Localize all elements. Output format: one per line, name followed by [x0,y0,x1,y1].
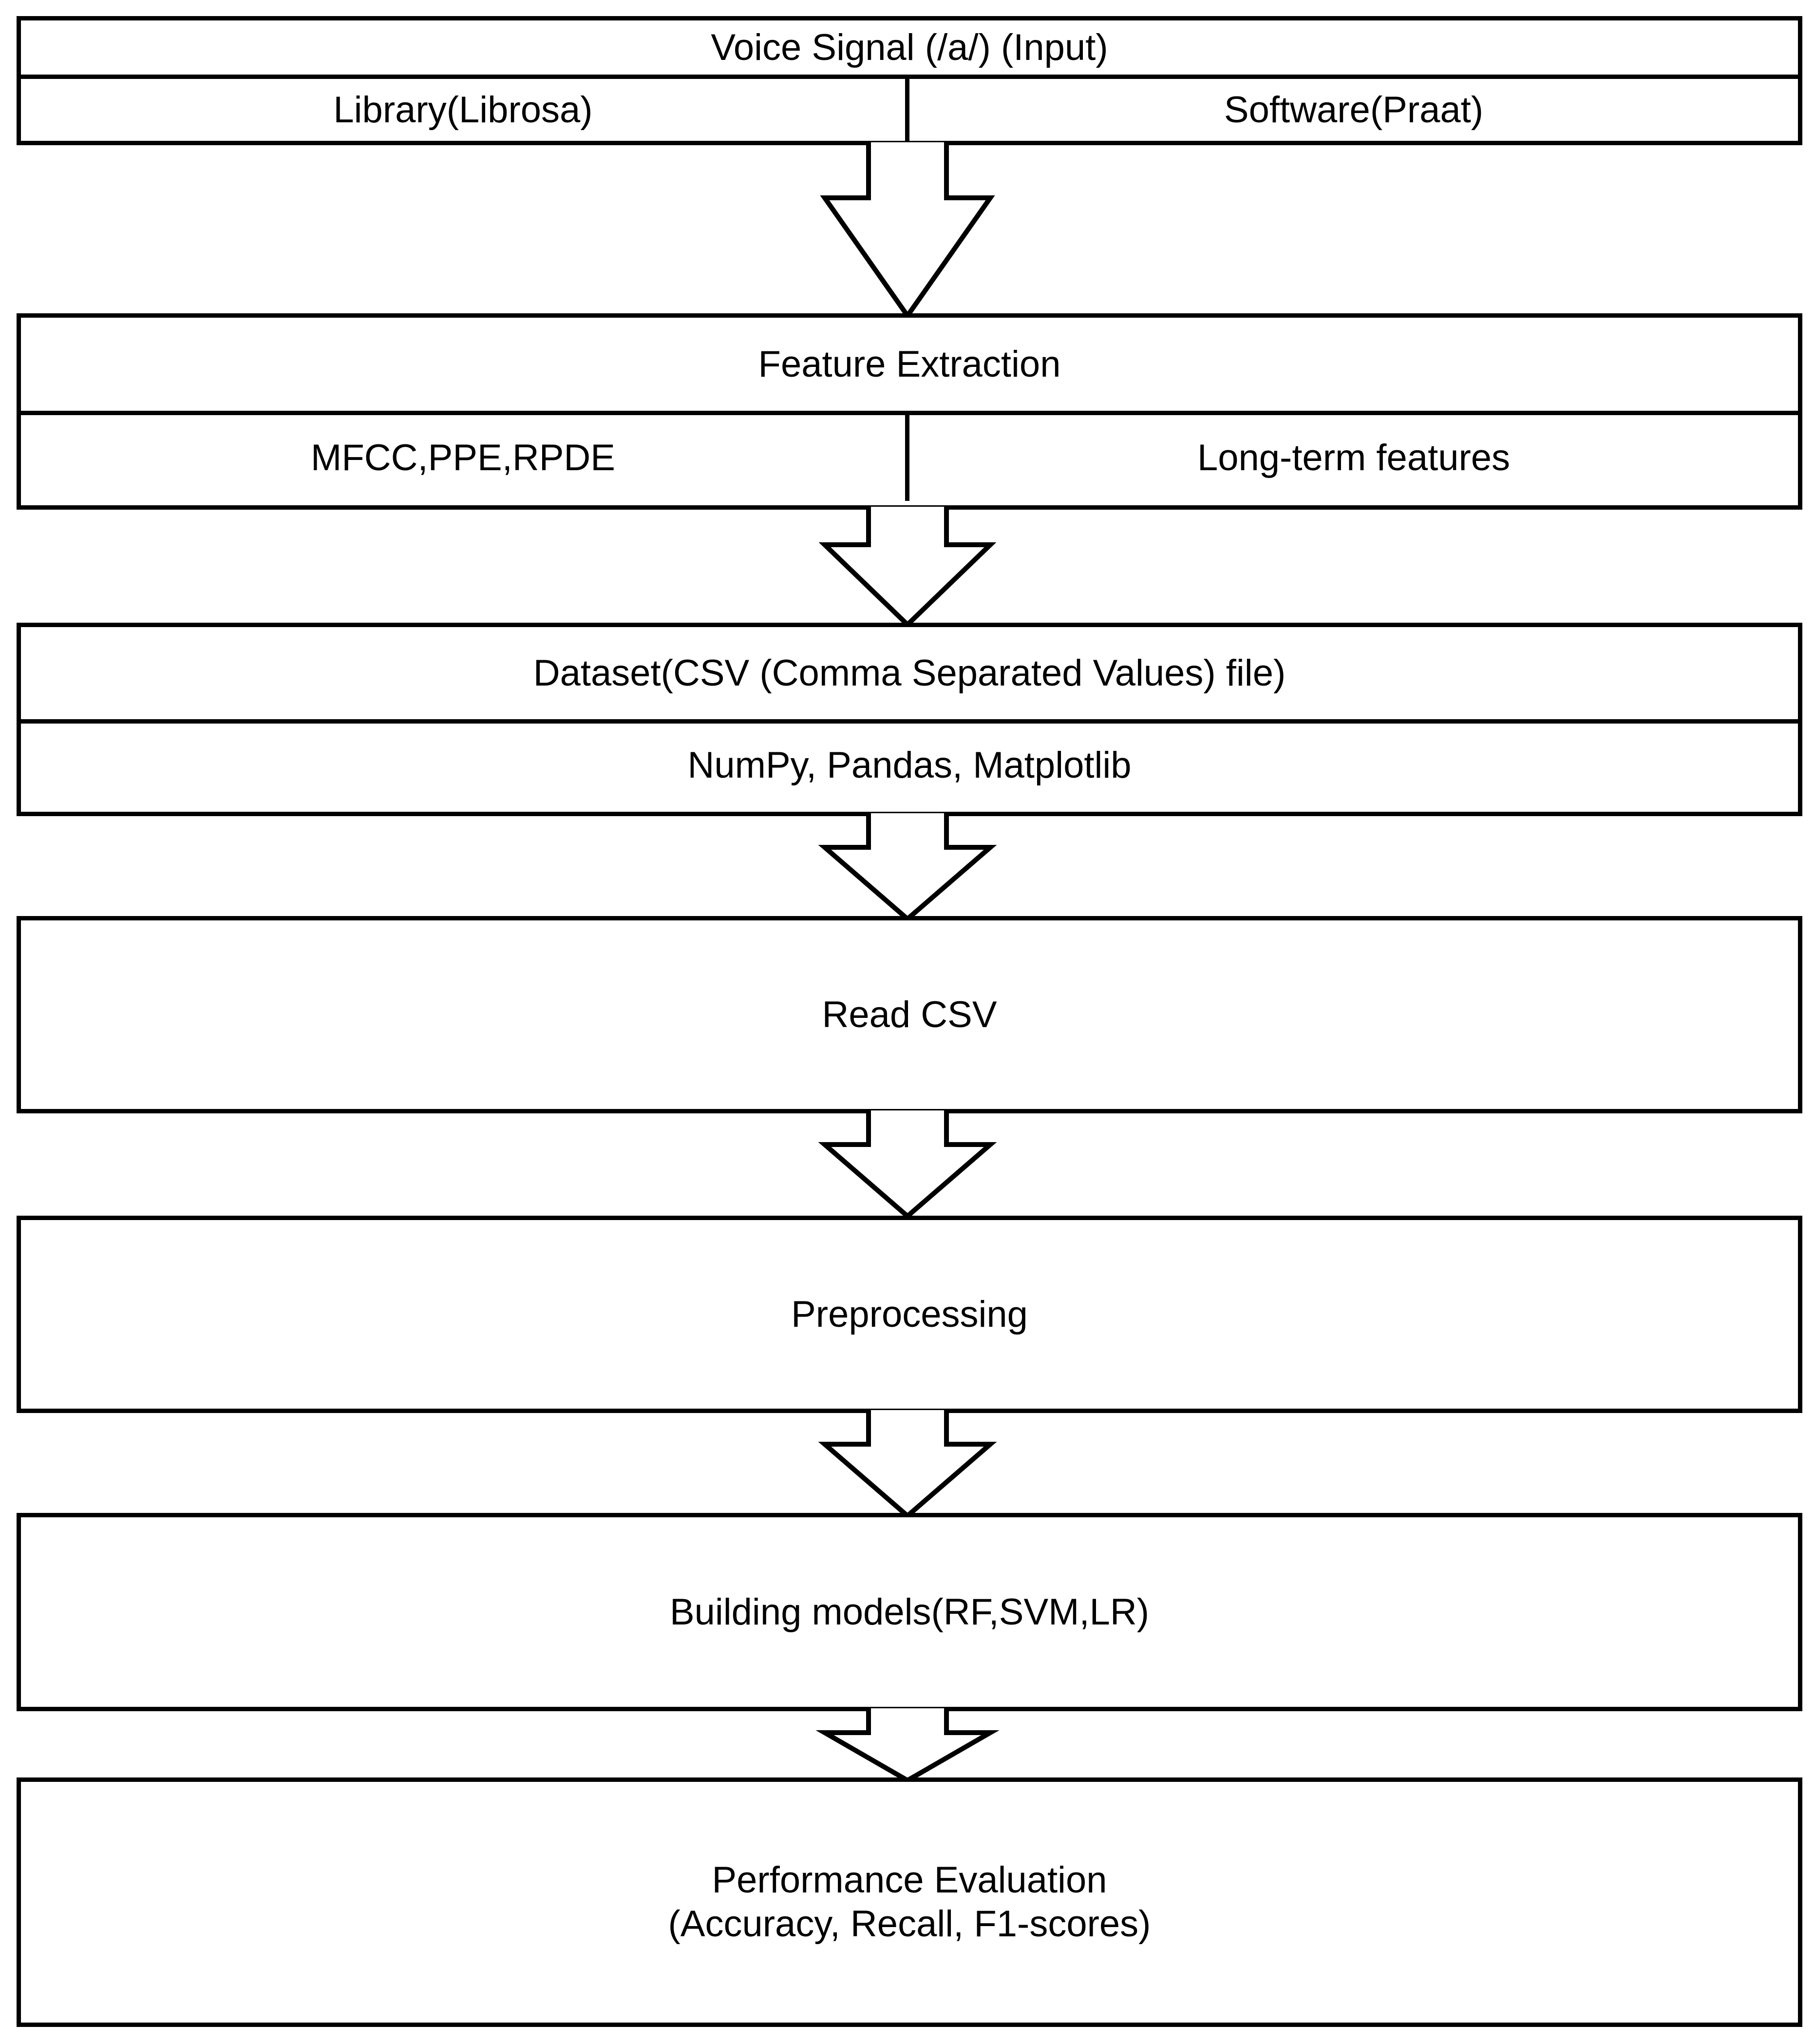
node-feature-extraction-short-term-label: MFCC,PPE,RPDE [311,437,615,479]
node-dataset-header: Dataset(CSV (Comma Separated Values) fil… [21,627,1798,724]
node-building-models-body: Building models(RF,SVM,LR) [21,1517,1798,1707]
node-input: Voice Signal (/a/) (Input) Library(Libro… [17,16,1802,145]
node-feature-extraction-long-term-label: Long-term features [1197,437,1511,479]
node-feature-extraction-short-term: MFCC,PPE,RPDE [21,415,909,501]
node-feature-extraction-long-term: Long-term features [909,415,1798,501]
node-input-tool-library-label: Library(Librosa) [333,89,593,131]
arrow-read-csv-to-preprocessing [818,1110,997,1221]
node-performance-evaluation-label: Performance Evaluation (Accuracy, Recall… [668,1859,1151,1945]
arrow-building-models-to-performance-evaluation [815,1708,1000,1784]
node-performance-evaluation-body: Performance Evaluation (Accuracy, Recall… [21,1782,1798,2023]
node-building-models: Building models(RF,SVM,LR) [17,1513,1802,1711]
arrow-input-to-feature-extraction [820,142,995,321]
arrow-preprocessing-to-building-models [818,1410,997,1520]
node-dataset-label: Dataset(CSV (Comma Separated Values) fil… [533,652,1286,694]
node-dataset-subrow: NumPy, Pandas, Matplotlib [21,724,1798,807]
node-feature-extraction: Feature Extraction MFCC,PPE,RPDE Long-te… [17,313,1802,510]
node-feature-extraction-header: Feature Extraction [21,318,1798,415]
node-read-csv-body: Read CSV [21,920,1798,1109]
node-feature-extraction-label: Feature Extraction [758,343,1061,385]
node-performance-evaluation: Performance Evaluation (Accuracy, Recall… [17,1777,1802,2027]
node-input-tool-software-label: Software(Praat) [1224,89,1484,131]
arrow-dataset-to-read-csv [818,813,997,923]
node-preprocessing-label: Preprocessing [791,1293,1028,1335]
node-building-models-label: Building models(RF,SVM,LR) [669,1591,1150,1633]
node-feature-extraction-subrow: MFCC,PPE,RPDE Long-term features [21,415,1798,501]
node-read-csv-label: Read CSV [822,993,997,1035]
node-preprocessing: Preprocessing [17,1216,1802,1413]
node-input-header: Voice Signal (/a/) (Input) [21,20,1798,79]
node-dataset-libraries-label: NumPy, Pandas, Matplotlib [687,745,1132,786]
node-read-csv: Read CSV [17,916,1802,1113]
node-input-tool-software: Software(Praat) [909,79,1798,141]
node-input-subrow: Library(Librosa) Software(Praat) [21,79,1798,141]
node-input-tool-library: Library(Librosa) [21,79,909,141]
node-preprocessing-body: Preprocessing [21,1220,1798,1409]
node-dataset: Dataset(CSV (Comma Separated Values) fil… [17,623,1802,816]
node-input-label: Voice Signal (/a/) (Input) [711,26,1108,68]
arrow-feature-extraction-to-dataset [818,507,997,629]
